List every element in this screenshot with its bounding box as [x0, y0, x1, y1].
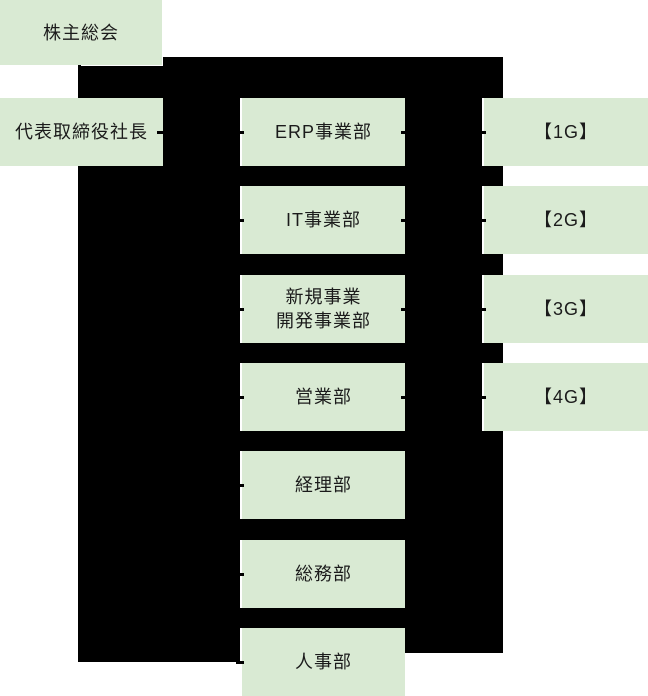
connector-tick	[478, 308, 486, 311]
connector-tick	[236, 396, 244, 399]
connector-tick	[478, 131, 486, 134]
node-label: 人事部	[295, 652, 352, 672]
node-dept-accounting[interactable]: 経理部	[242, 451, 405, 519]
connector-tick	[401, 219, 409, 222]
node-dept-it[interactable]: IT事業部	[242, 186, 405, 254]
node-label: 【1G】	[533, 122, 598, 142]
node-group-2g[interactable]: 【2G】	[484, 186, 648, 254]
connector-tick	[236, 219, 244, 222]
node-dept-new-business[interactable]: 新規事業 開発事業部	[242, 275, 405, 343]
connector-tick	[401, 131, 409, 134]
connector-shareholders-president	[78, 63, 81, 98]
connector-tick	[401, 396, 409, 399]
node-label: 総務部	[295, 564, 352, 584]
connector-tick	[236, 573, 244, 576]
node-label: IT事業部	[286, 210, 361, 230]
connector-tick	[236, 484, 244, 487]
connector-tick	[236, 308, 244, 311]
node-dept-sales[interactable]: 営業部	[242, 363, 405, 431]
node-label: ERP事業部	[274, 122, 372, 142]
node-label: 【3G】	[533, 299, 598, 319]
node-group-3g[interactable]: 【3G】	[484, 275, 648, 343]
node-president[interactable]: 代表取締役社長	[0, 98, 163, 166]
node-group-1g[interactable]: 【1G】	[484, 98, 648, 166]
node-label: 経理部	[295, 475, 352, 495]
node-label: 代表取締役社長	[15, 122, 148, 142]
node-dept-hr[interactable]: 人事部	[242, 628, 405, 696]
node-group-4g[interactable]: 【4G】	[484, 363, 648, 431]
node-label: 営業部	[295, 387, 352, 407]
node-dept-erp[interactable]: ERP事業部	[242, 98, 405, 166]
connector-tick	[478, 396, 486, 399]
node-label: 【2G】	[533, 210, 598, 230]
connector-tick	[236, 131, 244, 134]
node-label: 新規事業 開発事業部	[276, 287, 371, 331]
connector-tick	[478, 219, 486, 222]
connector-tick	[236, 661, 244, 664]
connector-tick	[157, 131, 165, 134]
node-shareholders-meeting[interactable]: 株主総会	[0, 0, 162, 65]
node-label: 株主総会	[43, 22, 119, 43]
node-dept-general-affairs[interactable]: 総務部	[242, 540, 405, 608]
node-label: 【4G】	[533, 387, 598, 407]
connector-tick	[401, 308, 409, 311]
